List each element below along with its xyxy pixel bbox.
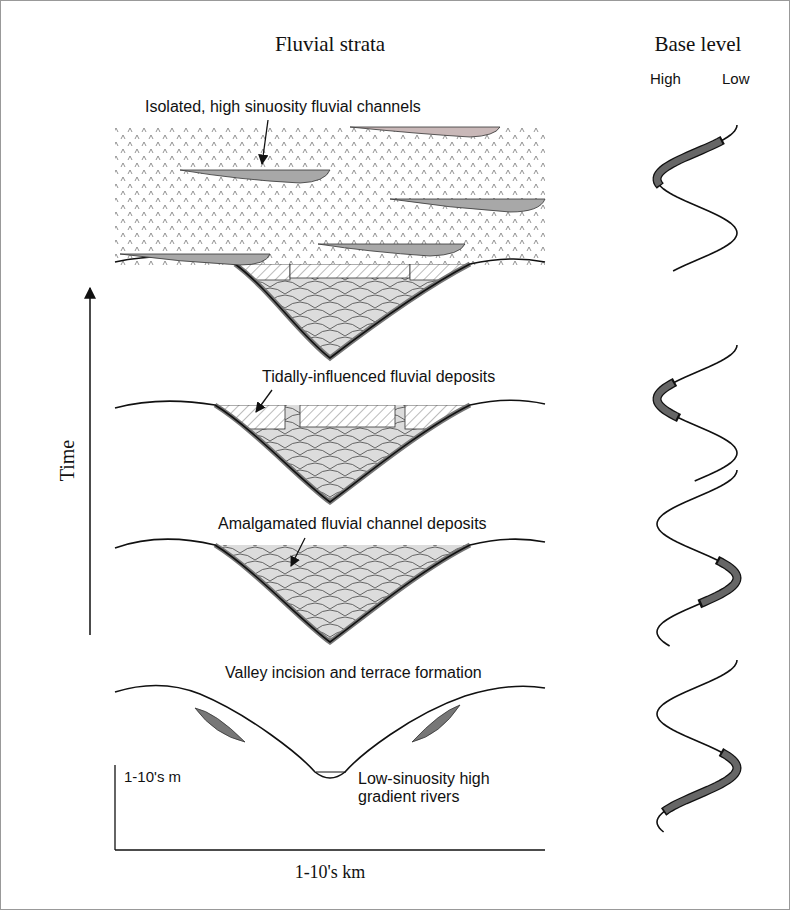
base-level-curve — [657, 660, 737, 832]
base-level-curve — [702, 561, 737, 603]
base-level-curve — [665, 753, 737, 811]
diagram-label: 1-10's m — [124, 768, 181, 785]
base-level-curve — [657, 141, 721, 185]
base-level-curve — [657, 470, 737, 646]
base-level-curve — [657, 383, 677, 417]
diagram-label: Low-sinuosity high gradient rivers — [358, 770, 523, 807]
diagram-label: Valley incision and terrace formation — [225, 664, 482, 682]
diagram-label: Time — [56, 439, 79, 481]
base-level-curve — [657, 382, 679, 418]
diagram-label: Amalgamated fluvial channel deposits — [218, 515, 487, 533]
base-level-curve — [657, 125, 737, 271]
base-level-curve — [664, 752, 737, 812]
diagram-label: High — [650, 70, 681, 87]
diagram-label: Base level — [655, 32, 742, 56]
base-level-curve — [699, 560, 737, 604]
base-level-curve — [657, 140, 723, 186]
diagram-label: 1-10's km — [295, 862, 366, 883]
diagram-label: Isolated, high sinuosity fluvial channel… — [145, 98, 421, 116]
diagram-label: Low — [722, 70, 750, 87]
base-level-curve — [657, 345, 737, 481]
diagram-label: Fluvial strata — [275, 32, 385, 56]
diagram-label: Tidally-influenced fluvial deposits — [262, 368, 495, 386]
